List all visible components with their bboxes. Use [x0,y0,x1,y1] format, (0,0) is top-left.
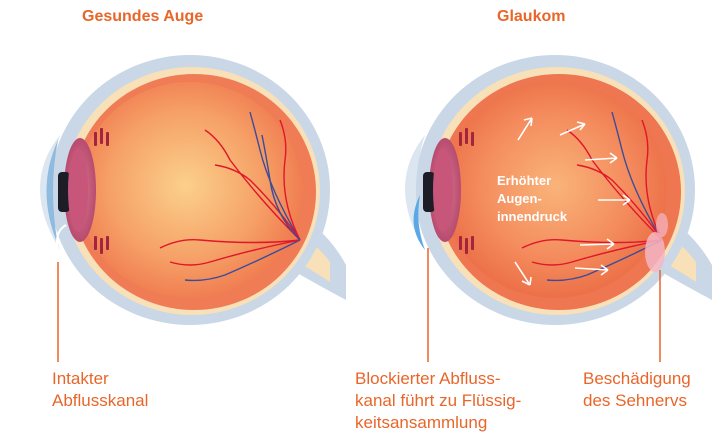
pressure-label: Erhöhter Augen- innendruck [497,172,567,226]
glaucoma-title: Glaukom [497,8,565,26]
healthy-eye-title: Gesundes Auge [82,8,203,26]
healthy-eye [40,55,346,362]
nerve-damage-caption: Beschädigung des Sehnervs [583,368,691,412]
damaged-optic-disc [645,232,665,272]
blocked-channel-caption: Blockierter Abfluss- kanal führt zu Flüs… [355,368,521,434]
intact-channel-caption: Intakter Abflusskanal [52,368,148,412]
